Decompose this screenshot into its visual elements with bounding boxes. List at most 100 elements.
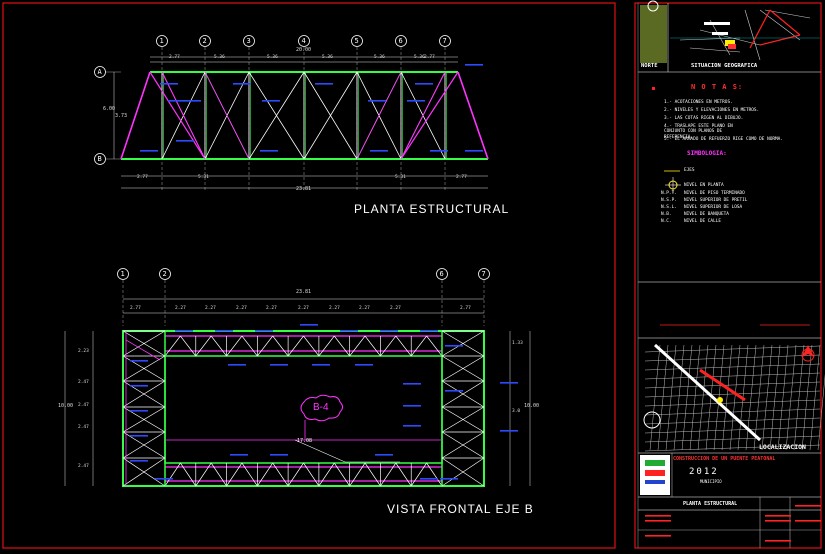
map-street (644, 381, 821, 389)
member-tag (130, 460, 148, 462)
member-tag (183, 100, 201, 102)
truss-diagonal (426, 462, 443, 487)
member-tag (500, 382, 518, 384)
tower-brace (441, 431, 485, 459)
axis-label: 6 (439, 269, 444, 278)
truss-diagonal (164, 335, 181, 357)
axis-label: 7 (442, 36, 447, 45)
member-tag (445, 390, 463, 392)
dim-text: 10.00 (58, 403, 74, 409)
symbol-code: N.P.T. (661, 191, 677, 196)
project-sub: MUNICIPIO (700, 479, 722, 484)
member-tag (355, 364, 373, 366)
dim-text: 20.00 (296, 47, 312, 53)
map-street (644, 372, 821, 380)
tb-field (765, 515, 791, 517)
truss-diagonal (395, 462, 412, 487)
member-tag (430, 150, 448, 152)
map-road (699, 29, 761, 46)
truss-diagonal (226, 335, 243, 357)
truss-diagonal (195, 462, 212, 487)
dim-text: 2.47 (78, 425, 89, 430)
dim-text: 5.36 (267, 55, 278, 60)
member-tag (300, 324, 318, 326)
axis-label: 1 (120, 269, 125, 278)
axis-bubble (298, 35, 310, 47)
truss-diagonal (180, 335, 197, 357)
dim-text: 2.27 (236, 306, 247, 311)
symbology-heading: SIMBOLOGIA: (687, 150, 727, 157)
diagonal-member (400, 71, 459, 160)
axis-bubble (159, 268, 171, 280)
axis-bubble (117, 268, 129, 280)
truss-diagonal (272, 335, 289, 357)
member-tag (228, 364, 246, 366)
dim-text: 6.00 (103, 106, 116, 112)
project-line: CONSTRUCCION DE UN PUENTE PEATONAL (673, 456, 776, 462)
north-area (640, 5, 667, 63)
note-item: 4.- TRASLAPE ESTE PLANO EN CONJUNTO CON … (664, 124, 733, 140)
member-tag (368, 100, 386, 102)
map-block (728, 44, 736, 49)
symbol-desc: NIVEL DE CALLE (684, 219, 722, 224)
map-street (644, 354, 821, 362)
dim-text: 2.27 (266, 306, 277, 311)
member-tag (233, 83, 251, 85)
north-label: NORTE (641, 63, 658, 69)
truss-diagonal (241, 335, 258, 357)
truss-diagonal (380, 335, 397, 357)
member-tag (168, 100, 186, 102)
map-street (673, 344, 685, 451)
member-tag (340, 330, 358, 332)
front-tag-label: B-4 (313, 402, 329, 413)
map-street (809, 344, 821, 451)
truss-diagonal (395, 335, 412, 357)
location-map-title: SITUACION GEOGRAFICA (691, 63, 758, 69)
highlighted-road (699, 368, 746, 402)
truss-diagonal (410, 335, 427, 357)
row-axis-bubble (94, 66, 106, 78)
truss-diagonal (318, 335, 335, 357)
member-tag (465, 150, 483, 152)
truss-diagonal (257, 335, 273, 357)
truss-diagonal (380, 462, 397, 487)
truss-diagonal (226, 462, 243, 487)
logo-mark (645, 460, 665, 466)
map-road (744, 9, 761, 61)
map-block (704, 22, 730, 25)
note-item: 5.- EL ARMADO DE REFUERZO RIGE COMO DE N… (664, 137, 783, 142)
tb-field (645, 520, 671, 522)
tb-field (765, 520, 791, 522)
logo-mark (645, 480, 665, 484)
member-tag (312, 364, 330, 366)
truss-diagonal (303, 335, 320, 357)
map-boundary (769, 9, 801, 36)
member-tag (176, 140, 194, 142)
map-street (761, 344, 773, 451)
dim-text: 2.47 (78, 380, 89, 385)
diagonal-member (248, 71, 305, 160)
member-tag (420, 478, 438, 480)
map-street (769, 344, 781, 451)
tower-brace (441, 406, 485, 433)
dim-text: 2.23 (78, 349, 89, 354)
member-tag (420, 330, 438, 332)
truss-diagonal (195, 335, 212, 357)
dim-text: 2.27 (390, 306, 401, 311)
symbol-desc: NIVEL EN PLANTA (684, 183, 724, 188)
end-member (120, 71, 151, 160)
member-tag (130, 360, 148, 362)
symbol-desc: NIVEL DE PISO TERMINADO (684, 191, 745, 196)
symbol-code: N.S.L. (661, 205, 677, 210)
note-item: 3.- LAS COTAS RIGEN AL DIBUJO. (664, 116, 744, 121)
member-tag (215, 330, 233, 332)
dim-text: 5.31 (198, 175, 209, 180)
map-road (679, 37, 741, 41)
diagonal-member (303, 71, 358, 160)
member-tag (500, 430, 518, 432)
symbol-code: N.C. (661, 219, 672, 224)
dim-text: 10.00 (524, 403, 540, 409)
tb-field (795, 505, 821, 507)
tb-field (645, 515, 671, 517)
truss-diagonal (349, 335, 366, 357)
